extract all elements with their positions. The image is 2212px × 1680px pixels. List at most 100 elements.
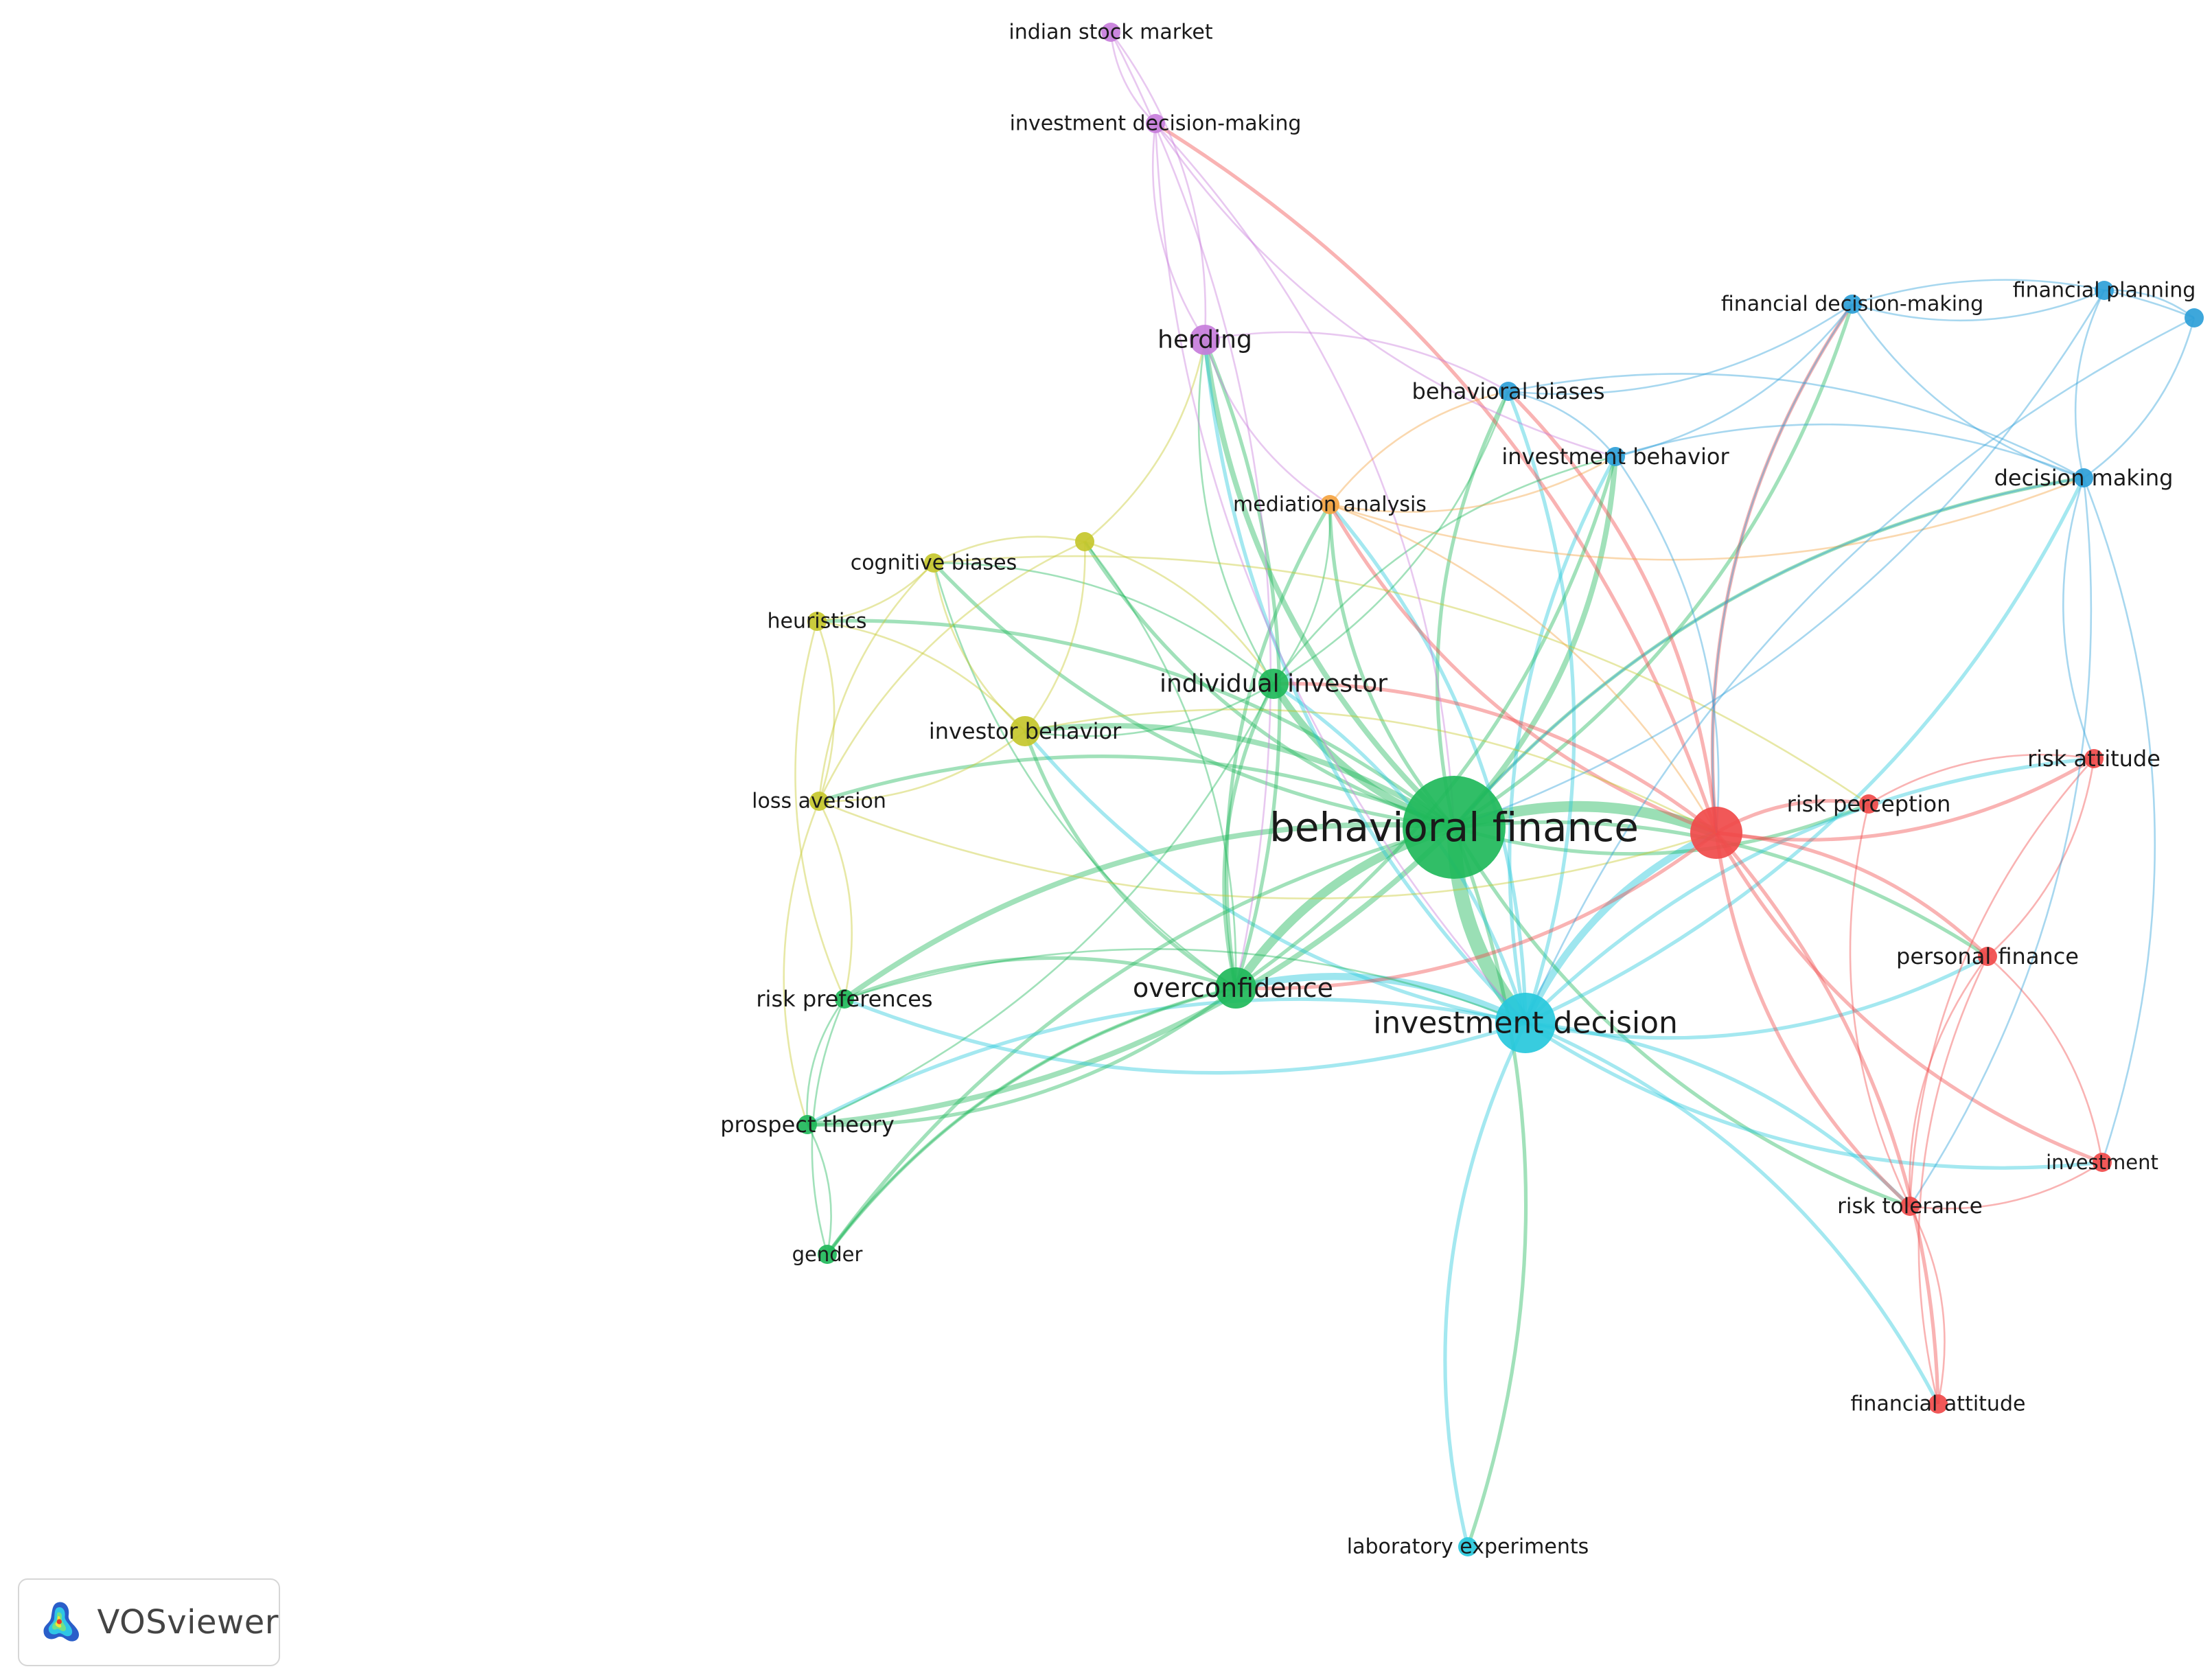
- node-rp[interactable]: [835, 989, 854, 1009]
- network-link: [1714, 832, 1911, 1208]
- node-y1[interactable]: [1075, 532, 1094, 551]
- vosviewer-badge: VOSviewer: [18, 1578, 280, 1666]
- node-fp[interactable]: [2095, 281, 2114, 300]
- network-link: [1204, 331, 1509, 393]
- network-link: [1453, 290, 2106, 829]
- network-link: [844, 948, 1526, 1024]
- network-link: [1273, 682, 1718, 835]
- node-fa[interactable]: [1928, 1394, 1948, 1414]
- network-link: [794, 621, 846, 1000]
- network-link: [1508, 373, 2084, 479]
- network-link: [1328, 503, 1528, 1024]
- node-bf[interactable]: [1403, 776, 1506, 879]
- node-pf[interactable]: [1978, 947, 1997, 966]
- network-link: [1917, 956, 1989, 1405]
- network-link: [1716, 757, 2095, 842]
- node-pt[interactable]: [798, 1115, 817, 1134]
- network-link: [932, 562, 1236, 989]
- network-link: [932, 562, 1455, 829]
- node-la[interactable]: [809, 792, 829, 811]
- network-link: [1508, 303, 1853, 395]
- node-dm[interactable]: [2074, 468, 2093, 487]
- network-link: [1155, 123, 1455, 828]
- node-bb[interactable]: [1499, 382, 1518, 401]
- network-link: [1614, 456, 1720, 833]
- network-link: [816, 620, 1026, 732]
- network-link: [1852, 289, 2105, 322]
- network-link: [933, 555, 1869, 805]
- node-label-ib: investor behavior: [929, 718, 1122, 744]
- node-id[interactable]: [1495, 993, 1556, 1053]
- node-inv[interactable]: [2093, 1153, 2112, 1172]
- node-label-le: laboratory experiments: [1347, 1535, 1589, 1559]
- network-link: [807, 683, 1275, 1126]
- network-link: [818, 540, 1085, 802]
- node-ivb[interactable]: [1606, 447, 1625, 466]
- network-link: [1524, 1021, 2103, 1170]
- node-rt[interactable]: [1900, 1197, 1920, 1216]
- network-link: [1909, 758, 2095, 1207]
- network-link: [1272, 504, 1331, 684]
- network-link: [2104, 289, 2195, 319]
- node-he[interactable]: [807, 612, 827, 631]
- network-link: [1154, 122, 1718, 833]
- node-ii[interactable]: [1258, 669, 1289, 699]
- network-link: [1328, 503, 1717, 835]
- network-link: [1024, 682, 1274, 737]
- node-b1[interactable]: [2185, 308, 2204, 327]
- node-cb[interactable]: [924, 553, 943, 573]
- node-label-rt: risk tolerance: [1837, 1194, 1983, 1219]
- node-ib[interactable]: [1010, 716, 1040, 746]
- node-hd[interactable]: [1190, 325, 1220, 355]
- network-link: [1714, 831, 2103, 1164]
- network-link: [1507, 390, 1718, 833]
- network-link: [1987, 758, 2095, 957]
- network-link: [1452, 456, 1618, 829]
- node-ma[interactable]: [1320, 495, 1339, 514]
- network-link: [1024, 730, 1526, 1025]
- network-link: [1522, 829, 1718, 1025]
- node-ism[interactable]: [1101, 23, 1120, 42]
- network-link: [825, 986, 1236, 1256]
- node-label-rp: risk preferences: [756, 986, 932, 1012]
- node-label-pt: prospect theory: [720, 1112, 895, 1138]
- node-label-cb: cognitive biases: [851, 551, 1017, 575]
- network-link: [1716, 831, 1989, 958]
- network-link: [1329, 476, 2084, 561]
- network-link: [807, 825, 1456, 1127]
- network-link: [1452, 827, 1528, 1547]
- node-label-ism: indian stock market: [1009, 21, 1213, 45]
- node-fdm[interactable]: [1843, 295, 1862, 314]
- node-le[interactable]: [1458, 1537, 1477, 1556]
- network-link: [2062, 477, 2095, 759]
- node-idm[interactable]: [1146, 114, 1165, 133]
- network-link: [1151, 123, 1206, 341]
- node-red[interactable]: [1690, 807, 1742, 859]
- node-rpc[interactable]: [1859, 794, 1878, 814]
- network-link: [1084, 339, 1206, 543]
- network-link: [1849, 803, 1911, 1207]
- network-link: [1710, 303, 1854, 833]
- network-link: [932, 562, 1026, 732]
- network-link: [1109, 32, 1156, 124]
- node-ge[interactable]: [818, 1245, 837, 1264]
- network-link: [1329, 455, 1616, 513]
- network-link: [806, 997, 1526, 1127]
- node-ra[interactable]: [2084, 749, 2104, 768]
- network-link: [1436, 390, 1510, 828]
- network-link: [1083, 540, 1455, 829]
- network-link: [806, 998, 846, 1125]
- network-link: [818, 755, 1455, 829]
- node-label-idm: investment decision-making: [1010, 112, 1302, 136]
- node-label-bf: behavioral finance: [1269, 804, 1639, 851]
- node-label-pf: personal finance: [1896, 943, 2079, 969]
- network-link: [844, 997, 1526, 1075]
- network-link: [818, 800, 1717, 900]
- network-link: [816, 562, 934, 623]
- network-link: [1203, 339, 1527, 1024]
- vosviewer-logo-icon: [43, 1602, 79, 1642]
- network-link: [818, 562, 934, 802]
- node-ov[interactable]: [1215, 967, 1256, 1009]
